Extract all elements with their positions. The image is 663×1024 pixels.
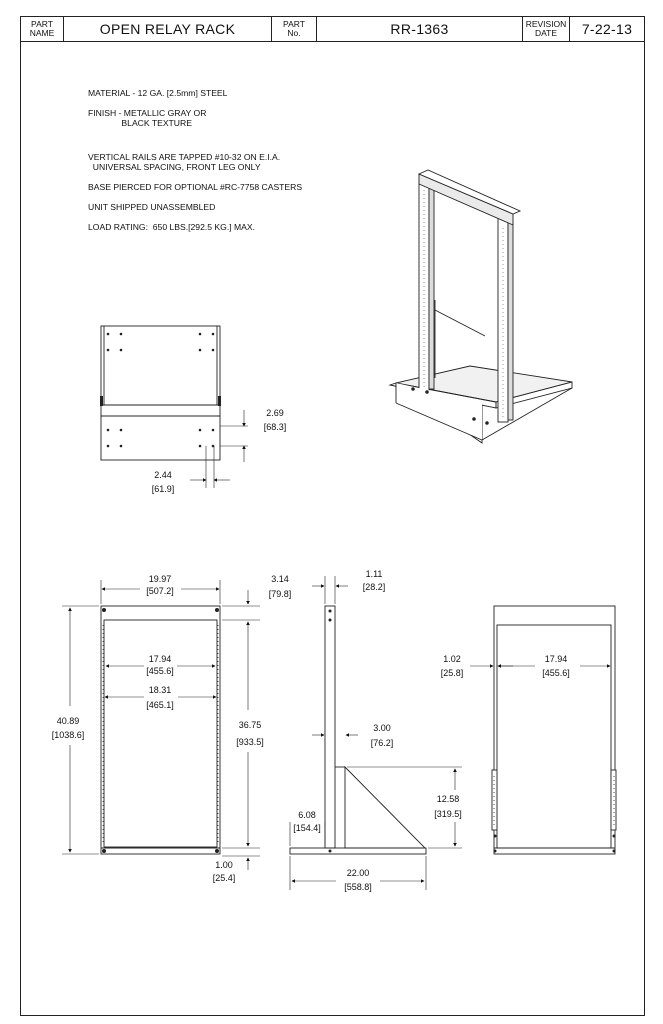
dim-overall-height-mm: [1038.6] xyxy=(52,730,85,740)
dim-top-bar-mm: [79.8] xyxy=(269,589,292,599)
note-rails: VERTICAL RAILS ARE TAPPED #10-32 ON E.I.… xyxy=(88,152,281,172)
dim-inner-width-in: 17.94 xyxy=(149,654,172,664)
dim-overall-height-in: 40.89 xyxy=(57,716,80,726)
dim-side-depth-mm: [76.2] xyxy=(371,738,394,748)
dim-hole-span-mm: [465.1] xyxy=(146,700,174,710)
dim-rear-inner-mm: [455.6] xyxy=(542,668,570,678)
dim-base-thick-mm: [25.4] xyxy=(213,873,236,883)
dim-top-bar-in: 3.14 xyxy=(271,574,289,584)
top-view xyxy=(100,325,248,488)
dim-front-base-in: 6.08 xyxy=(298,810,316,820)
dim-gusset-height-mm: [319.5] xyxy=(434,809,462,819)
isometric-view xyxy=(388,169,573,444)
dim-base-thick-in: 1.00 xyxy=(215,860,233,870)
dim-overall-width-in: 19.97 xyxy=(149,574,172,584)
dim-gusset-height-in: 12.58 xyxy=(437,794,460,804)
dim-front-base-mm: [154.4] xyxy=(293,823,321,833)
rear-view xyxy=(491,605,617,855)
dim-top-hole-mm: [61.9] xyxy=(152,484,175,494)
dim-rail-height-in: 36.75 xyxy=(239,720,262,730)
dim-top-offset-mm: [68.3] xyxy=(264,422,287,432)
dim-overall-width-mm: [507.2] xyxy=(146,586,174,596)
dim-top-offset-in: 2.69 xyxy=(266,408,284,418)
dim-rear-side-in: 1.02 xyxy=(443,654,461,664)
dim-base-depth-mm: [558.8] xyxy=(344,882,372,892)
front-view xyxy=(100,605,221,855)
note-material: MATERIAL - 12 GA. [2.5mm] STEEL xyxy=(88,88,228,98)
dim-hole-span-in: 18.31 xyxy=(149,685,172,695)
dim-side-rail-mm: [28.2] xyxy=(363,582,386,592)
dim-base-depth-in: 22.00 xyxy=(347,868,370,878)
dim-inner-width-mm: [455.6] xyxy=(146,666,174,676)
note-finish: FINISH - METALLIC GRAY OR BLACK TEXTURE xyxy=(88,108,207,128)
dim-side-rail-in: 1.11 xyxy=(366,569,383,579)
side-view xyxy=(289,605,427,855)
dim-top-hole-in: 2.44 xyxy=(154,470,172,480)
note-load-rating: LOAD RATING: 650 LBS.[292.5 KG.] MAX. xyxy=(88,222,256,232)
note-casters: BASE PIERCED FOR OPTIONAL #RC-7758 CASTE… xyxy=(88,182,303,192)
dim-rear-side-mm: [25.8] xyxy=(441,668,464,678)
dim-rail-height-mm: [933.5] xyxy=(236,737,264,747)
dim-rear-inner-in: 17.94 xyxy=(545,654,568,664)
note-shipping: UNIT SHIPPED UNASSEMBLED xyxy=(88,202,216,212)
dim-side-depth-in: 3.00 xyxy=(373,723,391,733)
revision-date-value: 7-22-13 xyxy=(569,16,645,42)
